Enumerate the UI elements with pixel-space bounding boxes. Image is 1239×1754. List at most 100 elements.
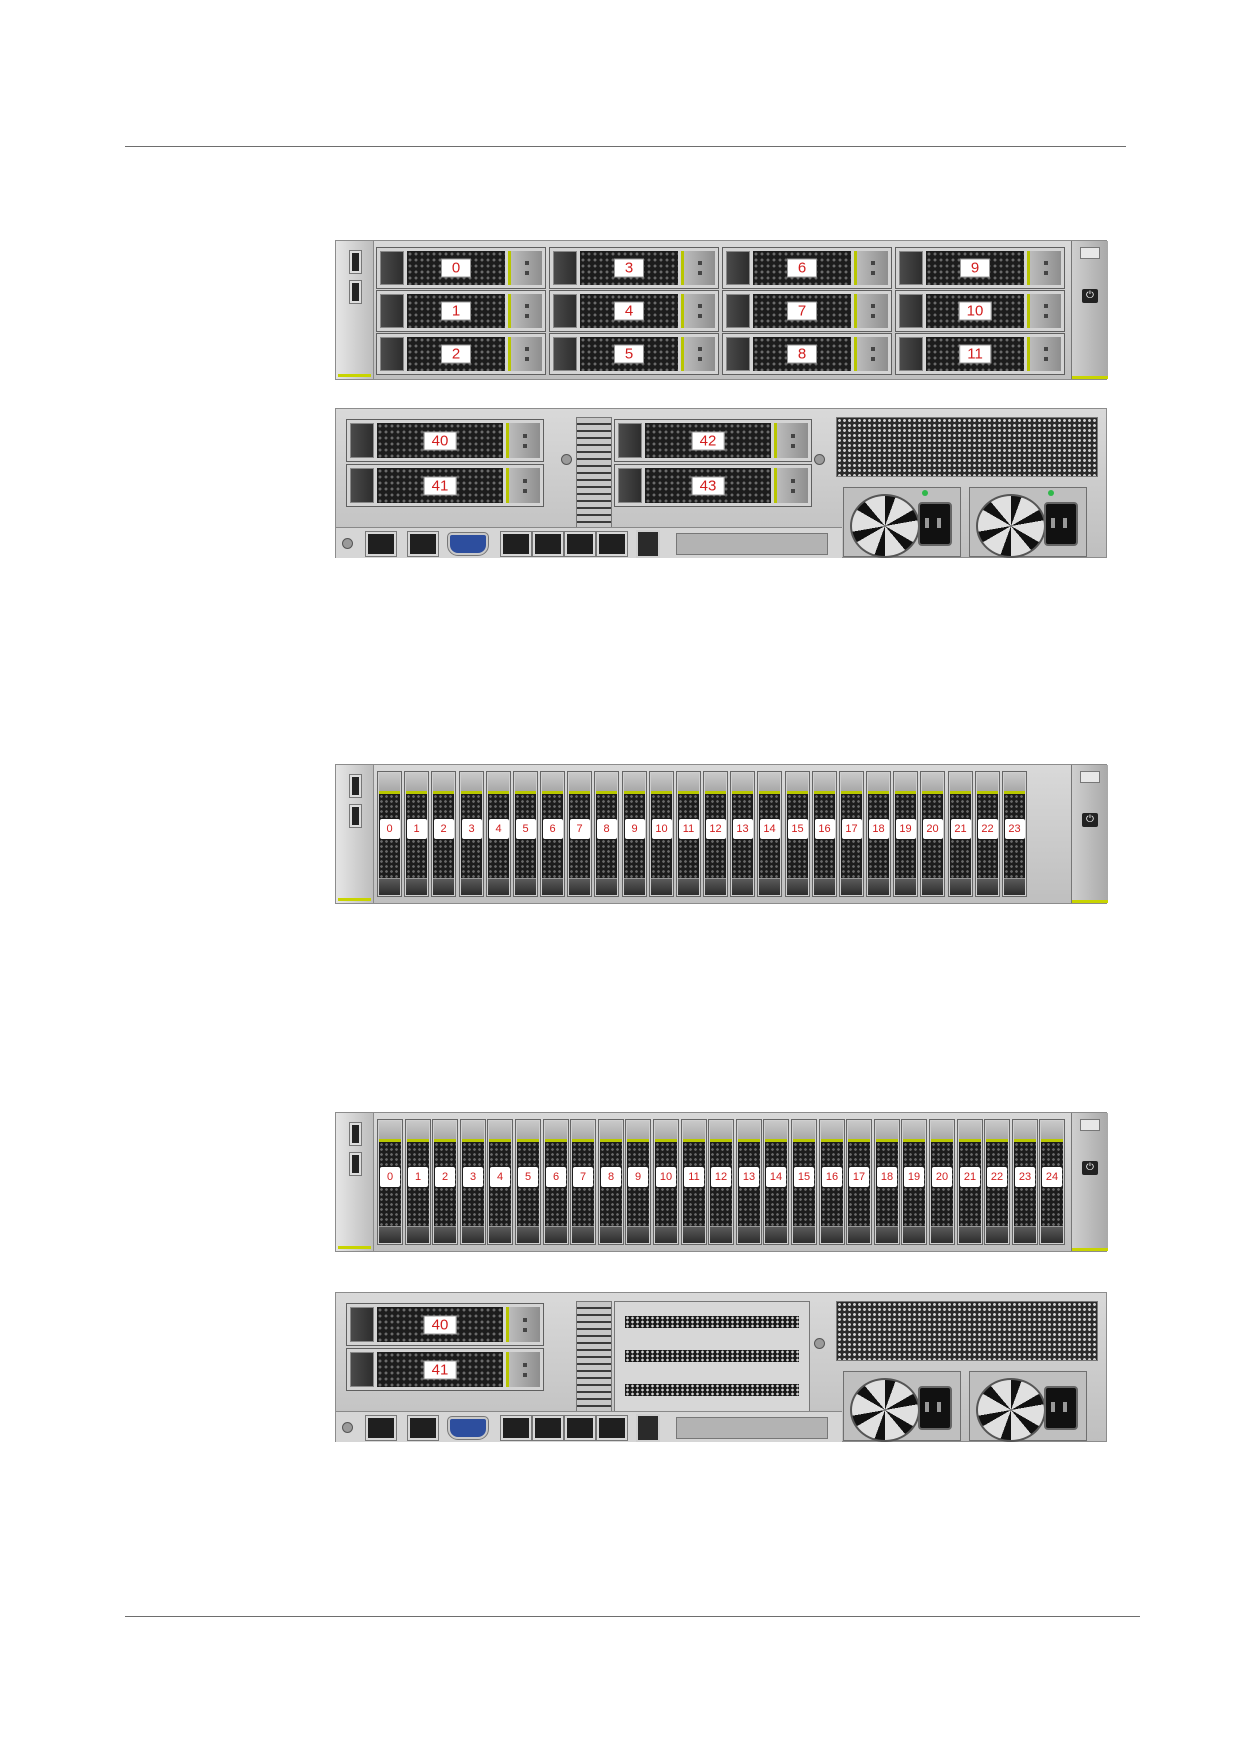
drive-latch[interactable]	[434, 1121, 456, 1142]
drive-latch[interactable]	[542, 773, 563, 794]
drive-bay[interactable]: 5	[515, 1119, 541, 1245]
drive-bay[interactable]: 7	[722, 290, 892, 332]
drive-latch[interactable]	[732, 773, 753, 794]
drive-latch[interactable]	[461, 773, 482, 794]
drive-latch[interactable]	[814, 773, 835, 794]
drive-latch[interactable]	[1004, 773, 1025, 794]
drive-latch[interactable]	[841, 773, 862, 794]
drive-latch[interactable]	[683, 1121, 705, 1142]
drive-latch[interactable]	[705, 773, 726, 794]
drive-bay[interactable]: 10	[895, 290, 1065, 332]
drive-bay[interactable]: 18	[866, 771, 891, 897]
drive-handle[interactable]	[738, 1226, 760, 1243]
drive-handle[interactable]	[876, 1226, 898, 1243]
drive-bay[interactable]: 3	[549, 247, 719, 289]
drive-handle[interactable]	[553, 251, 577, 285]
drive-handle[interactable]	[814, 878, 835, 895]
drive-handle[interactable]	[1014, 1226, 1036, 1243]
drive-handle[interactable]	[793, 1226, 815, 1243]
drive-latch[interactable]	[655, 1121, 677, 1142]
drive-handle[interactable]	[848, 1226, 870, 1243]
drive-bay[interactable]: 6	[543, 1119, 569, 1245]
drive-handle[interactable]	[350, 1352, 374, 1387]
drive-handle[interactable]	[922, 878, 943, 895]
drive-latch[interactable]	[379, 1121, 401, 1142]
drive-bay[interactable]: 23	[1002, 771, 1027, 897]
drive-latch[interactable]	[600, 1121, 622, 1142]
drive-latch[interactable]	[462, 1121, 484, 1142]
drive-bay[interactable]: 23	[1012, 1119, 1038, 1245]
drive-bay[interactable]: 11	[676, 771, 701, 897]
drive-handle[interactable]	[651, 878, 672, 895]
drive-latch[interactable]	[1027, 337, 1061, 371]
drive-latch[interactable]	[821, 1121, 843, 1142]
drive-latch[interactable]	[545, 1121, 567, 1142]
drive-handle[interactable]	[627, 1226, 649, 1243]
drive-bay[interactable]: 4	[487, 1119, 513, 1245]
drive-latch[interactable]	[572, 1121, 594, 1142]
drive-latch[interactable]	[848, 1121, 870, 1142]
drive-handle[interactable]	[406, 878, 427, 895]
drive-bay[interactable]: 8	[598, 1119, 624, 1245]
drive-latch[interactable]	[627, 1121, 649, 1142]
drive-handle[interactable]	[678, 878, 699, 895]
drive-handle[interactable]	[765, 1226, 787, 1243]
drive-latch[interactable]	[489, 1121, 511, 1142]
drive-handle[interactable]	[553, 337, 577, 371]
drive-latch[interactable]	[379, 773, 400, 794]
drive-handle[interactable]	[618, 423, 642, 458]
drive-bay[interactable]: 13	[730, 771, 755, 897]
drive-latch[interactable]	[681, 251, 715, 285]
drive-latch[interactable]	[406, 773, 427, 794]
drive-handle[interactable]	[433, 878, 454, 895]
drive-latch[interactable]	[959, 1121, 981, 1142]
drive-bay[interactable]: 15	[791, 1119, 817, 1245]
drive-latch[interactable]	[903, 1121, 925, 1142]
drive-latch[interactable]	[506, 423, 540, 458]
drive-latch[interactable]	[895, 773, 916, 794]
drive-handle[interactable]	[899, 294, 923, 328]
drive-bay[interactable]: 5	[549, 333, 719, 375]
drive-latch[interactable]	[986, 1121, 1008, 1142]
drive-handle[interactable]	[759, 878, 780, 895]
drive-bay[interactable]: 24	[1039, 1119, 1065, 1245]
drive-bay[interactable]: 21	[948, 771, 973, 897]
drive-bay[interactable]: 10	[653, 1119, 679, 1245]
drive-bay[interactable]: 42	[614, 419, 812, 462]
drive-bay[interactable]: 18	[874, 1119, 900, 1245]
drive-handle[interactable]	[655, 1226, 677, 1243]
drive-bay[interactable]: 22	[984, 1119, 1010, 1245]
drive-bay[interactable]: 0	[376, 247, 546, 289]
drive-handle[interactable]	[350, 423, 374, 458]
drive-bay[interactable]: 15	[785, 771, 810, 897]
drive-latch[interactable]	[433, 773, 454, 794]
drive-bay[interactable]: 2	[432, 1119, 458, 1245]
drive-bay[interactable]: 7	[570, 1119, 596, 1245]
drive-handle[interactable]	[977, 878, 998, 895]
drive-bay[interactable]: 11	[681, 1119, 707, 1245]
drive-handle[interactable]	[821, 1226, 843, 1243]
drive-latch[interactable]	[868, 773, 889, 794]
drive-handle[interactable]	[1004, 878, 1025, 895]
drive-bay[interactable]: 3	[460, 1119, 486, 1245]
drive-latch[interactable]	[950, 773, 971, 794]
drive-handle[interactable]	[868, 878, 889, 895]
drive-bay[interactable]: 41	[346, 1348, 544, 1391]
drive-handle[interactable]	[596, 878, 617, 895]
power-button-icon[interactable]: ⏻	[1082, 289, 1098, 303]
drive-bay[interactable]: 20	[920, 771, 945, 897]
drive-latch[interactable]	[931, 1121, 953, 1142]
drive-bay[interactable]: 5	[513, 771, 538, 897]
drive-handle[interactable]	[899, 337, 923, 371]
drive-bay[interactable]: 17	[846, 1119, 872, 1245]
drive-bay[interactable]: 1	[404, 771, 429, 897]
drive-handle[interactable]	[488, 878, 509, 895]
drive-bay[interactable]: 2	[376, 333, 546, 375]
drive-handle[interactable]	[841, 878, 862, 895]
drive-latch[interactable]	[1041, 1121, 1063, 1142]
drive-bay[interactable]: 40	[346, 1303, 544, 1346]
drive-handle[interactable]	[624, 878, 645, 895]
drive-handle[interactable]	[950, 878, 971, 895]
drive-handle[interactable]	[732, 878, 753, 895]
drive-handle[interactable]	[787, 878, 808, 895]
